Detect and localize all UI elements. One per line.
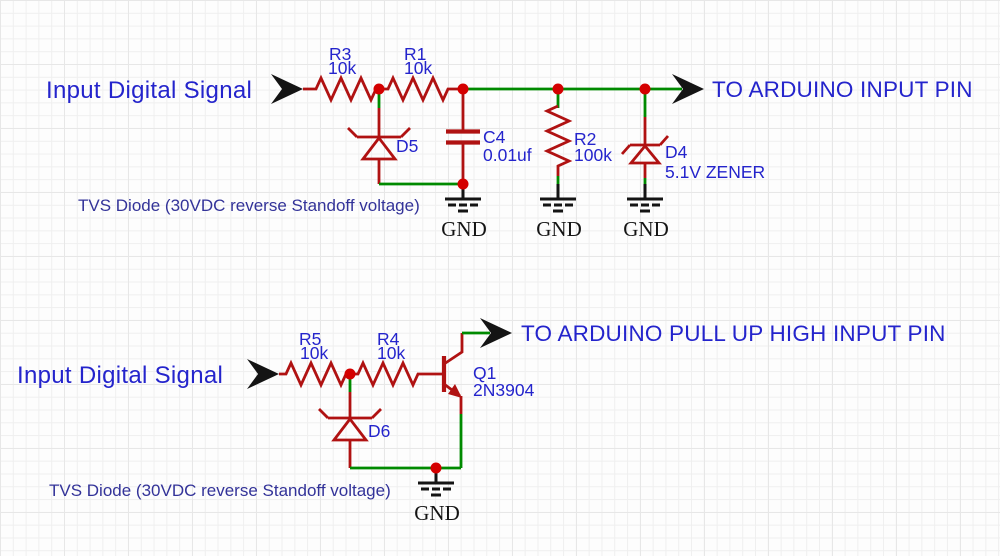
top-circuit: Input Digital Signal TO ARDUINO INPUT PI…: [46, 44, 973, 241]
r3-ref-label: R3: [329, 44, 351, 64]
top-output-label: TO ARDUINO INPUT PIN: [712, 77, 973, 102]
r1-ref-label: R1: [404, 44, 426, 64]
capacitor-C4: [446, 129, 480, 145]
q1-collector: [443, 333, 464, 366]
junction-dot: [344, 368, 356, 380]
q1-emitter-arrow: [448, 384, 462, 398]
junction-dot: [457, 83, 469, 95]
q1-ref-label: Q1: [473, 363, 496, 383]
r3-value-label: 10k: [328, 58, 356, 78]
resistor-R5: [279, 359, 350, 389]
r4-value-label: 10k: [377, 343, 405, 363]
junction-dot: [552, 83, 564, 95]
bottom-tvs-note: TVS Diode (30VDC reverse Standoff voltag…: [49, 481, 391, 500]
d4-ref-label: D4: [665, 142, 688, 162]
d6-ref-label: D6: [368, 421, 390, 441]
transistor-Q1: [441, 333, 464, 414]
junction-dot: [639, 83, 651, 95]
top-input-signal-label: Input Digital Signal: [46, 77, 252, 104]
r2-value-label: 100k: [574, 145, 612, 165]
gnd-label-2: GND: [536, 217, 582, 241]
r4-ref-label: R4: [377, 329, 400, 349]
r1-value-label: 10k: [404, 58, 432, 78]
bottom-input-arrow-icon: [247, 359, 279, 389]
gnd-symbol-3: [625, 182, 665, 213]
r2-ref-label: R2: [574, 129, 596, 149]
junction-dot: [430, 462, 442, 474]
bottom-input-signal-label: Input Digital Signal: [17, 362, 223, 389]
resistor-R2: [543, 104, 573, 176]
gnd-label-1: GND: [441, 217, 487, 241]
top-input-arrow-icon: [271, 74, 303, 104]
gnd-label-4: GND: [414, 501, 460, 525]
resistor-R3: [303, 74, 379, 104]
q1-value-label: 2N3904: [473, 380, 535, 400]
bottom-output-label: TO ARDUINO PULL UP HIGH INPUT PIN: [521, 321, 946, 346]
c4-ref-label: C4: [483, 127, 506, 147]
gnd-label-3: GND: [623, 217, 669, 241]
top-tvs-note: TVS Diode (30VDC reverse Standoff voltag…: [78, 196, 420, 215]
junction-dot: [373, 83, 385, 95]
bottom-circuit: Input Digital Signal R5 10k R4 10k Q1 2N…: [17, 318, 946, 525]
d4-value-label: 5.1V ZENER: [665, 162, 765, 182]
d5-ref-label: D5: [396, 136, 418, 156]
r5-ref-label: R5: [299, 329, 321, 349]
resistor-R4: [350, 359, 443, 389]
gnd-symbol-2: [538, 182, 578, 213]
junction-dot: [457, 178, 469, 190]
c4-value-label: 0.01uf: [483, 145, 532, 165]
resistor-R1: [379, 74, 463, 104]
r5-value-label: 10k: [300, 343, 328, 363]
